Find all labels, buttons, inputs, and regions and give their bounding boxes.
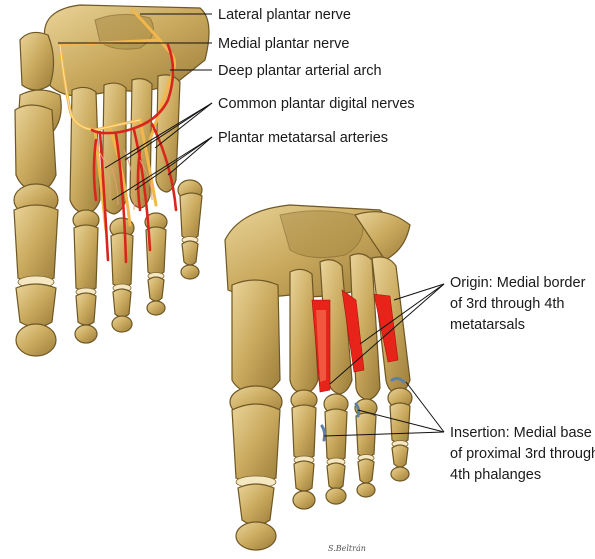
label-deep-plantar-arterial-arch: Deep plantar arterial arch bbox=[218, 63, 382, 79]
top-leader-lines bbox=[58, 13, 213, 201]
label-insertion-line-1: Insertion: Medial base bbox=[450, 425, 592, 441]
label-insertion-line-3: 4th phalanges bbox=[450, 467, 541, 483]
label-medial-plantar-nerve: Medial plantar nerve bbox=[218, 36, 349, 52]
label-origin-line-1: Origin: Medial border bbox=[450, 275, 586, 291]
label-lateral-plantar-nerve: Lateral plantar nerve bbox=[218, 7, 351, 23]
bottom-leader-lines bbox=[323, 283, 445, 437]
label-plantar-metatarsal-arteries: Plantar metatarsal arteries bbox=[218, 130, 388, 146]
label-origin-line-2: of 3rd through 4th bbox=[450, 296, 564, 312]
bottom-foot-illustration bbox=[224, 204, 413, 551]
label-common-plantar-digital-nerves: Common plantar digital nerves bbox=[218, 96, 415, 112]
top-foot-illustration bbox=[13, 4, 210, 357]
artist-signature: S.Beltrán bbox=[328, 544, 366, 553]
label-insertion-line-2: of proximal 3rd through bbox=[450, 446, 595, 462]
label-origin-line-3: metatarsals bbox=[450, 317, 525, 333]
